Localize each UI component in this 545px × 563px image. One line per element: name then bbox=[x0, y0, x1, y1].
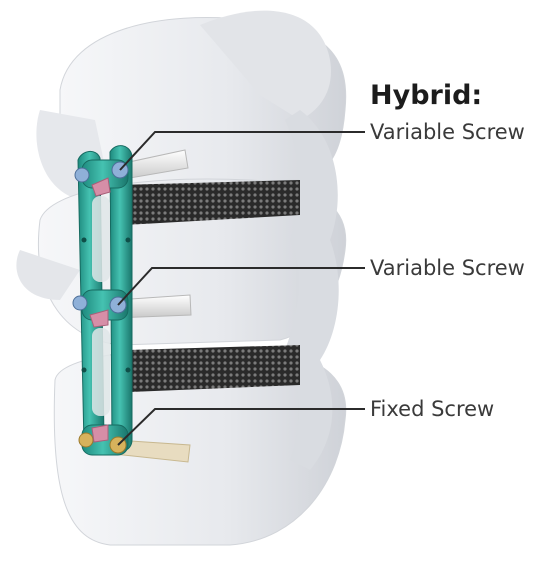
label-fixed-screw: Fixed Screw bbox=[370, 397, 494, 421]
plate-hole bbox=[126, 238, 131, 243]
variable-screw-head-upper-left bbox=[75, 168, 89, 182]
lower-cage bbox=[125, 345, 300, 392]
label-variable-screw-middle: Variable Screw bbox=[370, 256, 525, 280]
plate-hole bbox=[82, 368, 87, 373]
vertebrae bbox=[16, 11, 345, 545]
plate-hole bbox=[82, 238, 87, 243]
plate-window-upper bbox=[92, 196, 110, 282]
plate-window-lower bbox=[92, 328, 110, 416]
lock-clip-lower bbox=[92, 425, 108, 442]
variable-screw-head-middle-left bbox=[73, 296, 87, 310]
plate-hole bbox=[126, 368, 131, 373]
fixed-screw-head-lower-left bbox=[79, 433, 93, 447]
label-variable-screw-upper: Variable Screw bbox=[370, 120, 525, 144]
heading-hybrid: Hybrid: bbox=[370, 80, 482, 111]
